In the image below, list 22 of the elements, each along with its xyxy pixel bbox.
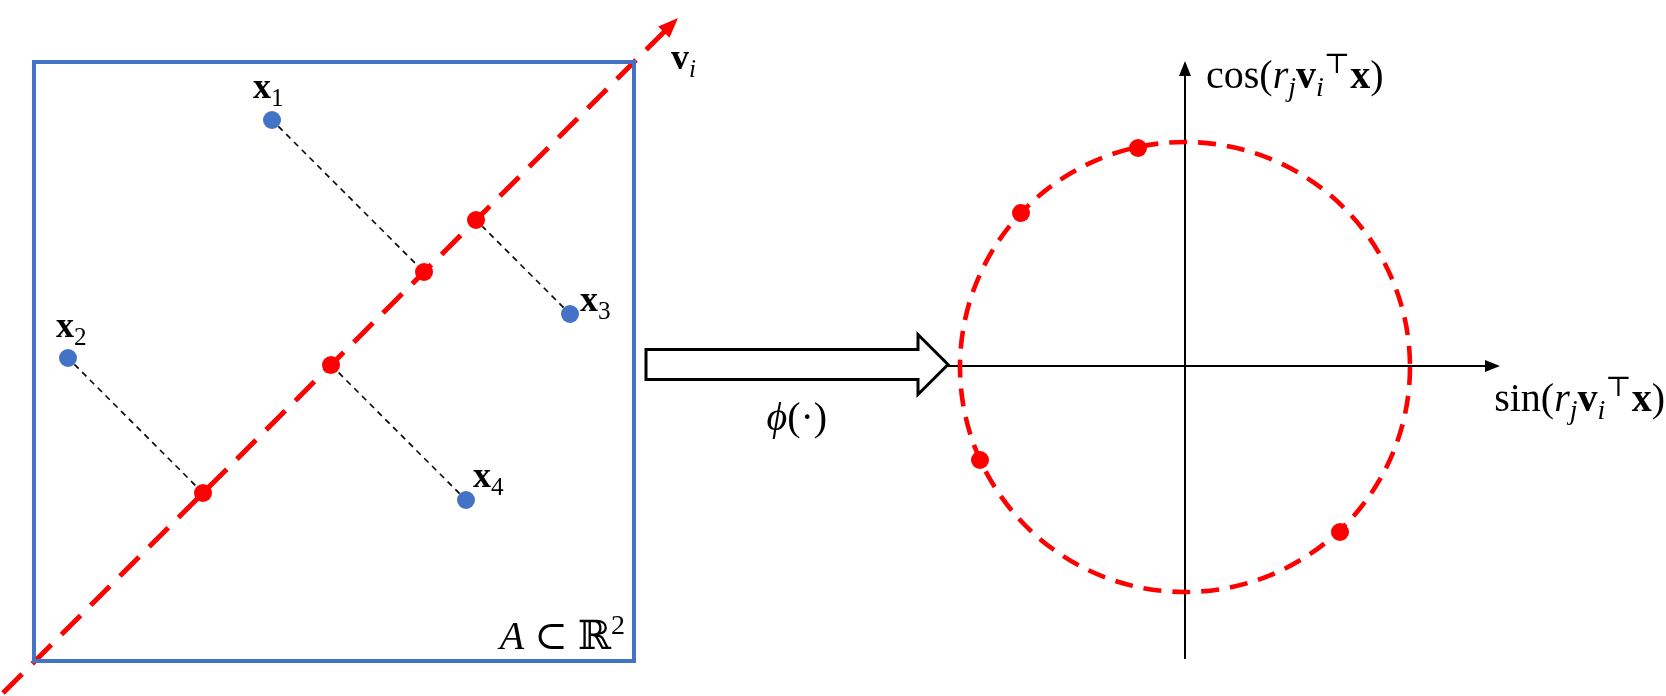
projection-line <box>481 225 565 309</box>
point-marker-icon <box>194 484 212 502</box>
point-label: x$_{3}$ <box>580 281 611 317</box>
point-marker-icon <box>1012 204 1030 222</box>
point-marker-icon <box>1331 523 1349 541</box>
region-label: A ⊂ ℝ$^{2}$ <box>499 616 625 656</box>
point-marker-icon <box>467 211 485 229</box>
point-marker-icon <box>971 451 989 469</box>
point-marker-icon <box>1129 139 1147 157</box>
projection-line <box>73 363 198 488</box>
dashed-circle <box>957 139 1413 595</box>
point-marker-icon <box>415 263 433 281</box>
region-box <box>32 60 636 663</box>
point-marker-icon <box>322 356 340 374</box>
point-label: x$_{1}$ <box>253 68 284 104</box>
axis-label: sin(r$_{j}$v$_{i}$$^{⊤}$x) <box>1494 369 1665 428</box>
axis-label: cos(r$_{j}$v$_{i}$$^{⊤}$x) <box>1206 46 1384 105</box>
projection-line <box>336 370 461 495</box>
point-label: x$_{2}$ <box>56 307 87 343</box>
vector-label: v$_{i}$ <box>671 39 696 75</box>
block-arrow <box>644 330 951 399</box>
point-label: x$_{4}$ <box>473 457 504 493</box>
